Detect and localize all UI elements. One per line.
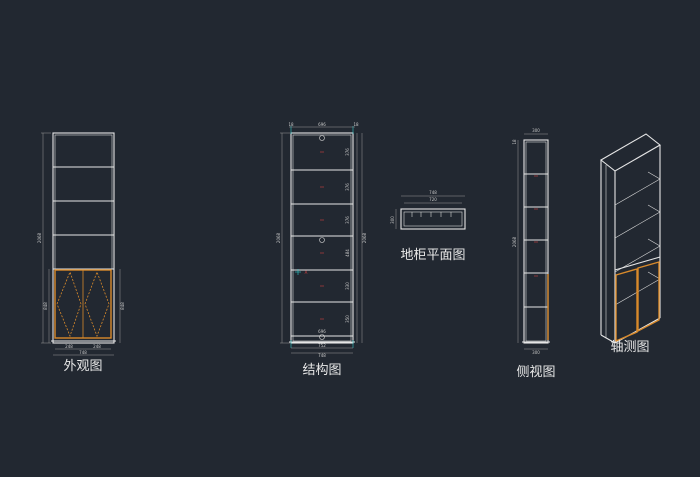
side-cabinet-frame — [522, 139, 550, 344]
exterior-view: 2068 848 848 248 248 748 外观图 — [37, 132, 125, 374]
exterior-dimension-lines — [41, 132, 121, 356]
structure-dim-top-right: 18 — [353, 122, 359, 127]
side-dimension-lines — [517, 133, 548, 350]
structure-dim-top: 696 — [318, 122, 326, 127]
side-dim-top-left: 18 — [512, 139, 517, 145]
exterior-dim-door-right: 248 — [93, 344, 101, 349]
exterior-dim-base-right: 848 — [120, 302, 125, 310]
structure-cyan-markers — [290, 126, 354, 348]
structure-dim-shelf-6: 350 — [345, 315, 350, 323]
structure-dim-height-left: 2068 — [276, 232, 281, 243]
side-dim-bottom: 300 — [532, 350, 540, 355]
structure-cabinet-frame — [289, 132, 355, 344]
exterior-dim-width: 748 — [79, 350, 87, 355]
structure-dimension-lines — [280, 126, 363, 354]
structure-view: 18 696 18 2068 2068 376 376 376 484 330 … — [276, 122, 367, 378]
exterior-dim-height: 2068 — [37, 232, 42, 243]
axonometric-doors — [615, 261, 660, 343]
side-caption: 侧视图 — [516, 365, 555, 380]
structure-dim-top-left: 18 — [288, 122, 294, 127]
plan-caption: 地柜平面图 — [400, 248, 465, 263]
structure-marker-label: A — [305, 270, 308, 275]
structure-dim-height-right: 2068 — [362, 232, 367, 243]
exterior-dim-door-left: 248 — [65, 344, 73, 349]
exterior-dim-base-left: 848 — [43, 302, 48, 310]
axonometric-cabinet — [600, 133, 661, 344]
exterior-doors — [54, 269, 112, 339]
plan-dimension-lines — [395, 195, 465, 229]
side-shelf-markers — [534, 175, 538, 277]
structure-dim-shelf-5: 330 — [345, 282, 350, 290]
side-dim-height: 2068 — [512, 236, 517, 247]
exterior-caption: 外观图 — [63, 359, 102, 374]
structure-dim-shelf-4: 484 — [345, 249, 350, 257]
structure-dim-bottom-inner: 696 — [318, 329, 326, 334]
exterior-cabinet-frame — [51, 132, 116, 344]
axonometric-caption: 轴测图 — [610, 340, 649, 355]
axonometric-view: 轴测图 — [600, 133, 661, 355]
structure-dim-bottom-mid: 752 — [318, 343, 326, 348]
plan-dim-inner: 720 — [429, 197, 437, 202]
structure-dim-shelf-2: 376 — [345, 183, 350, 191]
plan-cabinet-outline — [400, 208, 466, 230]
plan-view: 748 720 300 地柜平面图 — [390, 190, 466, 263]
structure-dim-shelf-1: 376 — [345, 148, 350, 156]
side-view: 300 18 2068 300 侧视图 — [512, 128, 556, 380]
side-dim-top: 300 — [532, 128, 540, 133]
structure-caption: 结构图 — [302, 363, 341, 378]
structure-shelf-markers — [320, 151, 324, 320]
structure-dim-shelf-3: 376 — [345, 216, 350, 224]
structure-dim-width: 748 — [318, 353, 326, 358]
plan-dim-depth: 300 — [390, 216, 395, 224]
plan-dim-outer: 748 — [429, 190, 437, 195]
